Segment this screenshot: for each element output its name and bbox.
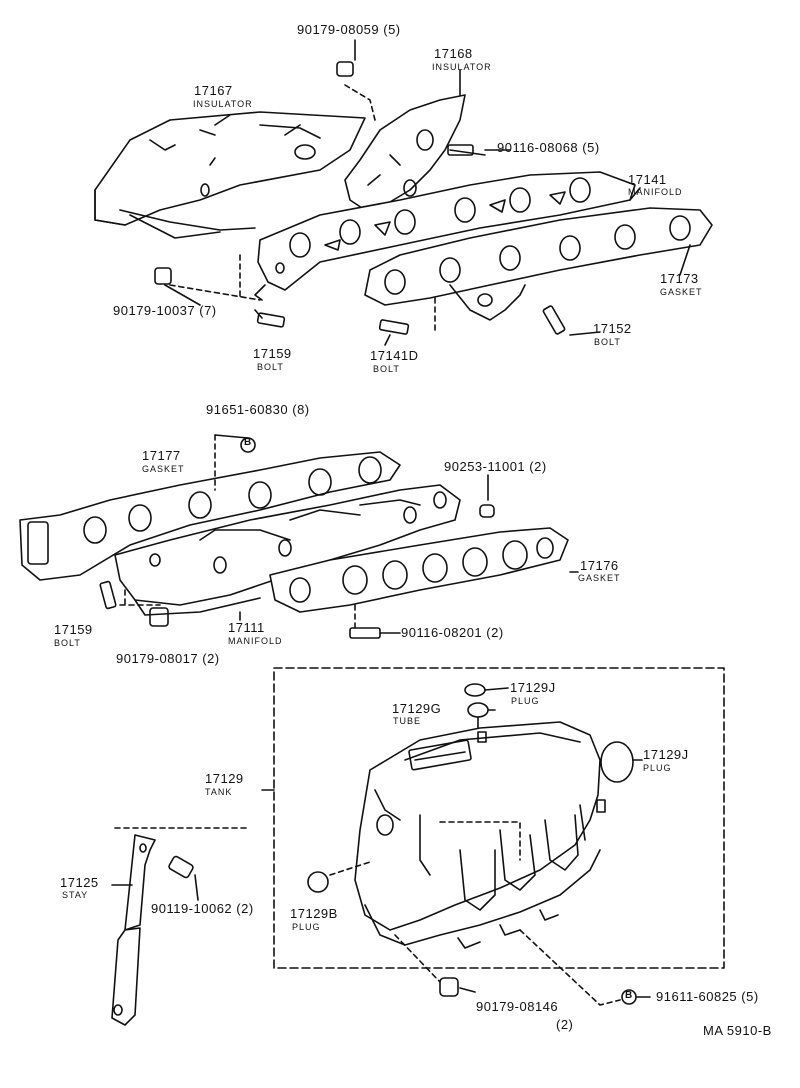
desc-17125: STAY [62, 890, 89, 900]
label-17173: 17173 [660, 271, 699, 286]
desc-17159-top: BOLT [257, 362, 284, 372]
desc-17159-mid: BOLT [54, 638, 81, 648]
label-17125: 17125 [60, 875, 99, 890]
desc-17129g: TUBE [393, 716, 422, 726]
nut-90179-08146-shape [439, 977, 459, 997]
desc-17129b: PLUG [292, 922, 321, 932]
label-17141d: 17141D [370, 348, 419, 363]
desc-17129j-a: PLUG [511, 696, 540, 706]
stay-17125-shape [111, 834, 156, 1026]
label-91611-60825: 91611-60825 (5) [656, 989, 759, 1004]
gasket-17176-shape [269, 527, 569, 613]
insulator-17167-shape [94, 111, 366, 239]
ref-b-circle-2 [621, 989, 637, 1005]
label-17129j-a: 17129J [510, 680, 556, 695]
label-90179-08059: 90179-08059 (5) [297, 22, 401, 37]
label-17176: 17176 [580, 558, 619, 573]
insulator-17168-shape [344, 94, 466, 211]
label-90179-08146: 90179-08146 [476, 999, 559, 1014]
label-17167: 17167 [194, 83, 233, 98]
manifold-17141-shape [254, 171, 636, 301]
desc-17111: MANIFOLD [228, 636, 283, 646]
tube-17129g-shape [467, 702, 489, 718]
label-17168: 17168 [434, 46, 473, 61]
label-91651-60830: 91651-60830 (8) [206, 402, 310, 417]
drawing-id: MA 5910-B [703, 1023, 772, 1038]
label-17152: 17152 [593, 321, 632, 336]
label-90116-08068: 90116-08068 (5) [497, 140, 600, 155]
manifold-17111-shape [114, 484, 461, 616]
desc-17176: GASKET [578, 573, 621, 583]
tank-box [273, 667, 725, 969]
plug-17129j-shape-b [600, 741, 634, 783]
desc-17129: TANK [205, 787, 233, 797]
nut-90179-08059-shape [336, 61, 354, 77]
ref-b-1: B [244, 437, 252, 448]
label-17129: 17129 [205, 771, 244, 786]
nut-90179-08017-shape [149, 607, 169, 627]
label-17111: 17111 [228, 620, 265, 635]
label-90116-08201: 90116-08201 (2) [401, 625, 504, 640]
ref-b-2: B [625, 990, 633, 1001]
desc-17173: GASKET [660, 287, 703, 297]
label-90179-08146-qty: (2) [556, 1017, 574, 1032]
label-17159-top: 17159 [253, 346, 292, 361]
desc-17167: INSULATOR [193, 99, 253, 109]
nut-90179-10037-shape [154, 267, 172, 285]
label-90179-10037: 90179-10037 (7) [113, 303, 217, 318]
label-17177: 17177 [142, 448, 181, 463]
label-17129j-b: 17129J [643, 747, 689, 762]
label-90119-10062: 90119-10062 (2) [151, 901, 254, 916]
plug-17129b-shape [307, 871, 329, 893]
plug-17129j-shape-a [464, 683, 486, 697]
desc-17141: MANIFOLD [628, 187, 683, 197]
gasket-17177-shape [19, 451, 401, 581]
desc-17177: GASKET [142, 464, 185, 474]
desc-17168: INSULATOR [432, 62, 492, 72]
label-17141: 17141 [628, 172, 667, 187]
label-17159-mid: 17159 [54, 622, 93, 637]
desc-17152: BOLT [594, 337, 621, 347]
desc-17141d: BOLT [373, 364, 400, 374]
gasket-17173-shape [364, 207, 713, 321]
label-17129g: 17129G [392, 701, 442, 716]
bolt-90119-10062-shape [168, 855, 194, 879]
label-17129b: 17129B [290, 906, 338, 921]
label-90179-08017: 90179-08017 (2) [116, 651, 220, 666]
label-90253-11001: 90253-11001 (2) [444, 459, 547, 474]
tank-17129-shape [354, 721, 606, 949]
desc-17129j-b: PLUG [643, 763, 672, 773]
